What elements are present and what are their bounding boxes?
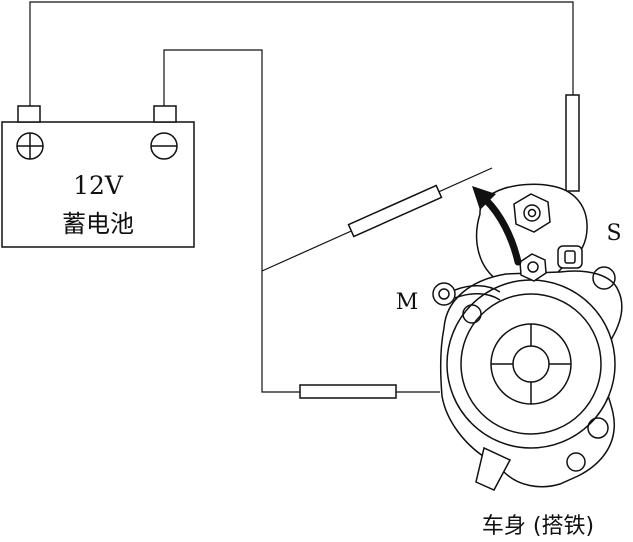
positive-terminal-icon <box>16 132 44 160</box>
positive-wire <box>29 1 574 106</box>
mounting-bolt-icon <box>592 266 616 290</box>
fuse-positive-wire <box>565 94 580 192</box>
s-terminal-label: S <box>606 221 621 246</box>
battery-voltage-label: 12V <box>73 171 124 200</box>
fuse-ground-wire <box>299 384 397 399</box>
negative-terminal-icon <box>150 132 178 160</box>
fuse-m-lead <box>347 184 443 238</box>
battery-terminal-nut-icon <box>513 193 551 233</box>
starter-motor <box>432 183 623 491</box>
ground-label: 车身 (搭铁) <box>482 514 594 539</box>
m-terminal-label: M <box>396 290 419 315</box>
m-terminal-ring-lug-icon <box>432 282 501 306</box>
negative-wire <box>163 49 300 393</box>
battery-post-positive <box>17 105 41 123</box>
mounting-bolt-icon <box>462 304 482 324</box>
battery-post-negative <box>153 105 177 123</box>
motor-end-cap-ring <box>460 293 602 435</box>
mounting-bolt-icon <box>566 452 586 472</box>
s-terminal-connector-icon <box>557 245 583 269</box>
mounting-bolt-icon <box>587 417 609 439</box>
battery: 12V 蓄电池 <box>1 105 195 248</box>
battery-name-label: 蓄电池 <box>62 210 134 238</box>
drive-lug <box>475 446 512 491</box>
direction-arrow-icon <box>472 186 522 266</box>
